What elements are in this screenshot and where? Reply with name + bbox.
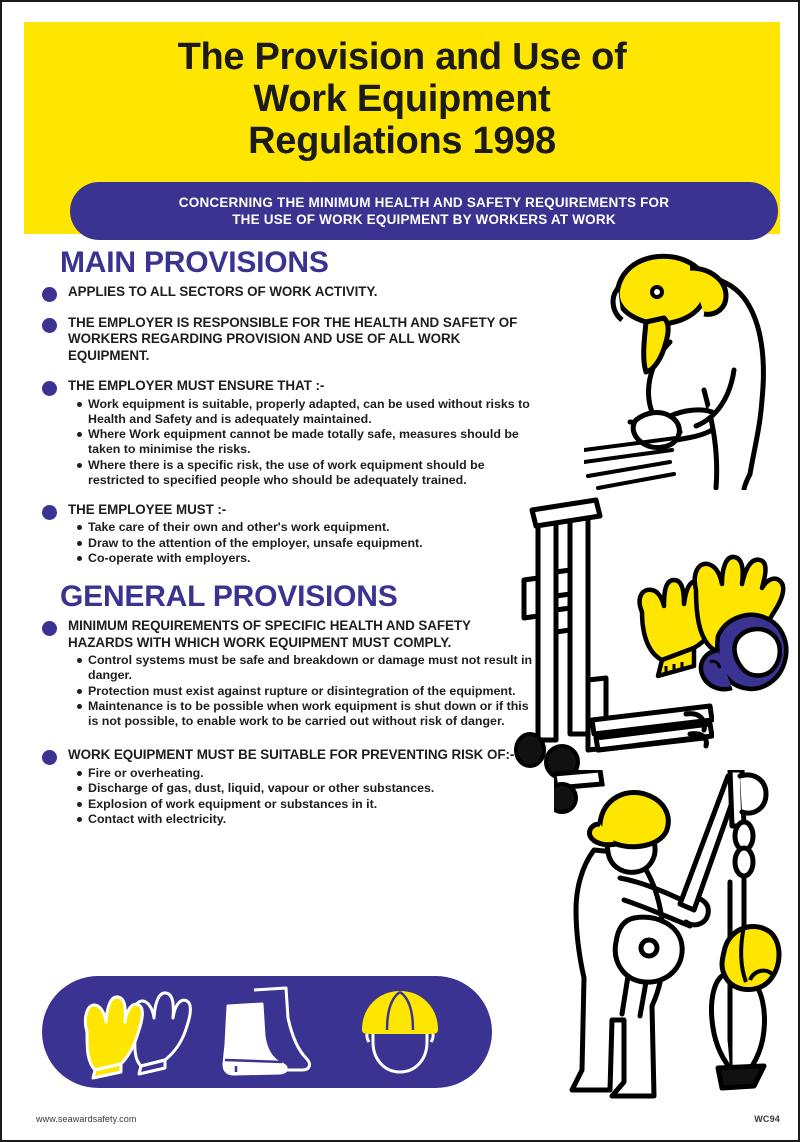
bullet-dot-icon: [42, 750, 57, 765]
sublist-item: Fire or overheating.: [76, 766, 536, 781]
footer-code: WC94: [754, 1114, 780, 1124]
poster-title-line-1: The Provision and Use of: [177, 36, 627, 78]
sublist-item: Discharge of gas, dust, liquid, vapour o…: [76, 781, 536, 796]
provision-item: THE EMPLOYER MUST ENSURE THAT :- Work eq…: [38, 378, 536, 488]
safety-gloves-icon: [84, 991, 193, 1080]
ppe-panel: [42, 976, 492, 1088]
sublist-item: Co-operate with employers.: [76, 551, 536, 566]
sublist-item: Protection must exist against rupture or…: [76, 684, 536, 699]
poster-title-line-2: Work Equipment: [253, 78, 551, 120]
provision-item: THE EMPLOYER IS RESPONSIBLE FOR THE HEAL…: [38, 315, 536, 365]
poster-title-line-3: Regulations 1998: [248, 120, 556, 162]
sublist-item: Take care of their own and other's work …: [76, 520, 536, 535]
poster-header: The Provision and Use of Work Equipment …: [24, 22, 780, 240]
poster-subtitle-banner: CONCERNING THE MINIMUM HEALTH AND SAFETY…: [70, 182, 778, 240]
bullet-dot-icon: [42, 381, 57, 396]
provision-sublist: Work equipment is suitable, properly ada…: [76, 397, 536, 488]
sublist-item: Where there is a specific risk, the use …: [76, 458, 536, 488]
bullet-dot-icon: [42, 504, 57, 520]
ppe-item-hard-hat: [341, 984, 459, 1080]
provision-title: WORK EQUIPMENT MUST BE SUITABLE FOR PREV…: [68, 747, 515, 762]
provision-title: THE EMPLOYER MUST ENSURE THAT :-: [68, 378, 325, 393]
poster-subtitle-line-1: CONCERNING THE MINIMUM HEALTH AND SAFETY…: [178, 195, 670, 210]
section-heading-general-provisions: GENERAL PROVISIONS: [60, 580, 398, 613]
provision-title: MINIMUM REQUIREMENTS OF SPECIFIC HEALTH …: [68, 618, 471, 650]
sublist-item: Maintenance is to be possible when work …: [76, 699, 536, 729]
provision-title: THE EMPLOYEE MUST :-: [68, 501, 227, 517]
poster-subtitle-line-2: THE USE OF WORK EQUIPMENT BY WORKERS AT …: [232, 212, 616, 227]
provision-item: MINIMUM REQUIREMENTS OF SPECIFIC HEALTH …: [38, 618, 536, 729]
poster-footer: www.seawardsafety.com WC94: [2, 1112, 798, 1134]
bullet-dot-icon: [42, 287, 57, 302]
provision-item: APPLIES TO ALL SECTORS OF WORK ACTIVITY.: [38, 284, 536, 302]
provision-item: WORK EQUIPMENT MUST BE SUITABLE FOR PREV…: [38, 747, 536, 827]
provision-sublist: Fire or overheating. Discharge of gas, d…: [76, 766, 536, 828]
section-heading-main-provisions: MAIN PROVISIONS: [60, 246, 329, 279]
provision-title: THE EMPLOYER IS RESPONSIBLE FOR THE HEAL…: [68, 314, 518, 363]
provision-sublist: Control systems must be safe and breakdo…: [76, 653, 536, 729]
footer-website[interactable]: www.seawardsafety.com: [36, 1114, 137, 1124]
ppe-item-boot: [208, 984, 326, 1080]
bullet-dot-icon: [42, 317, 57, 333]
poster-body: MAIN PROVISIONS APPLIES TO ALL SECTORS O…: [2, 238, 798, 978]
hard-hat-icon: [361, 990, 438, 1074]
sublist-item: Where Work equipment cannot be made tota…: [76, 427, 536, 457]
sublist-item: Work equipment is suitable, properly ada…: [76, 397, 536, 427]
sublist-item: Explosion of work equipment or substance…: [76, 797, 536, 812]
safety-boot-icon: [222, 986, 311, 1076]
sublist-item: Contact with electricity.: [76, 812, 536, 827]
ppe-item-gloves: [75, 984, 193, 1080]
provision-sublist: Take care of their own and other's work …: [76, 520, 536, 566]
provision-title: APPLIES TO ALL SECTORS OF WORK ACTIVITY.: [68, 284, 378, 299]
provisions-column: MAIN PROVISIONS APPLIES TO ALL SECTORS O…: [38, 246, 536, 838]
bullet-dot-icon: [42, 621, 57, 636]
sublist-item: Control systems must be safe and breakdo…: [76, 653, 536, 683]
sublist-item: Draw to the attention of the employer, u…: [76, 536, 536, 551]
provision-item: THE EMPLOYEE MUST :- Take care of their …: [38, 502, 536, 567]
